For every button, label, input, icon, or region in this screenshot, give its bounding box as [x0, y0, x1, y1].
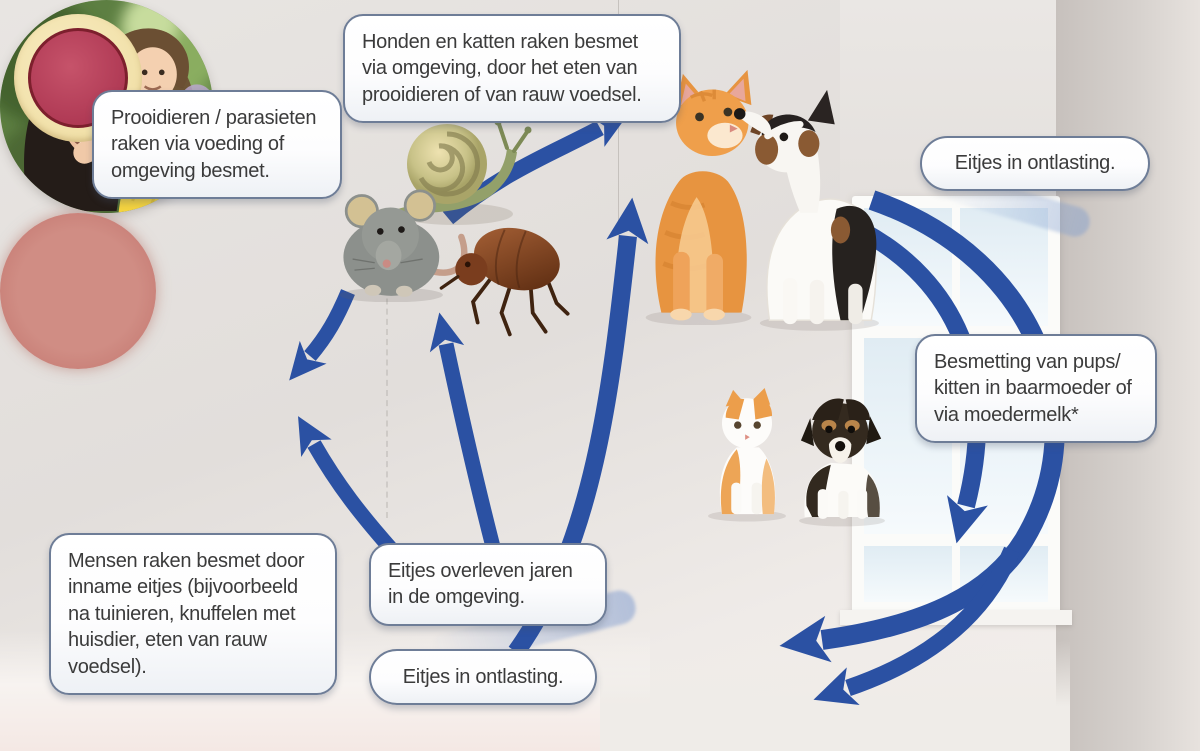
flea-image — [436, 205, 578, 343]
box-eggs-survive: Eitjes overleven jaren in de omgeving. — [369, 543, 607, 626]
box-eggs-in-feces-bottom-text: Eitjes in ontlasting. — [402, 665, 564, 688]
rat-illustration — [339, 189, 468, 303]
box-eggs-in-feces-right-text: Eitjes in ontlasting. — [954, 152, 1116, 175]
kitten-illustration — [708, 388, 786, 522]
box-prey-infection-text: Prooidieren / parasieten raken via voedi… — [111, 107, 317, 182]
box-eggs-in-feces-bottom: Eitjes in ontlasting. — [369, 649, 597, 705]
box-eggs-survive-text: Eitjes overleven jaren in de omgeving. — [388, 560, 573, 609]
wall-corner-line — [618, 0, 619, 340]
door-edge-line — [386, 268, 388, 518]
cat-illustration — [645, 69, 752, 326]
box-humans-infection: Mensen raken besmet door inname eitjes (… — [49, 533, 337, 695]
cat-image — [632, 66, 769, 330]
box-prey-infection: Prooidieren / parasieten raken via voedi… — [92, 90, 342, 200]
box-humans-infection-text: Mensen raken besmet door inname eitjes (… — [68, 550, 305, 678]
dog-illustration — [733, 89, 879, 331]
puppy-image — [786, 392, 898, 532]
box-dogs-cats-infection-text: Honden en katten raken besmet via omgevi… — [362, 31, 642, 106]
box-dogs-cats-infection: Honden en katten raken besmet via omgevi… — [343, 14, 681, 124]
arrow-eggs-to-human — [298, 416, 398, 555]
arrow-prey-to-human — [289, 289, 355, 381]
box-pups-infection: Besmetting van pups/ kitten in baarmoede… — [915, 334, 1157, 444]
kitten-image — [696, 388, 798, 527]
box-pups-infection-text: Besmetting van pups/ kitten in baarmoede… — [934, 351, 1132, 426]
flea-illustration — [439, 227, 570, 337]
arrow-pups-to-egg — [813, 546, 1020, 706]
rat-image — [325, 178, 477, 307]
parasite-egg — [0, 14, 156, 369]
puppy-illustration — [799, 398, 885, 527]
dog-image — [733, 86, 901, 336]
box-eggs-in-feces-right: Eitjes in ontlasting. — [920, 136, 1150, 191]
arrow-cat-to-egg — [779, 190, 1065, 663]
